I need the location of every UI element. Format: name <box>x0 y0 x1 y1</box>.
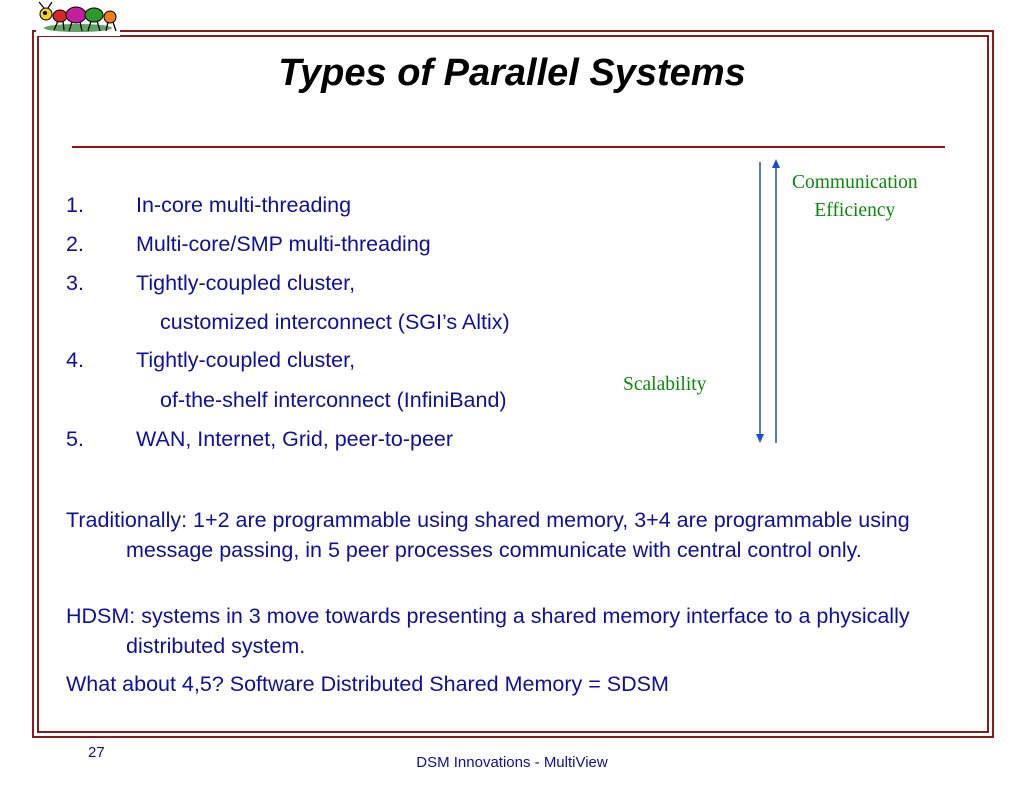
slide-frame-outer <box>32 30 994 738</box>
list-item-3: 3. Tightly-coupled cluster, <box>66 271 355 296</box>
communication-efficiency-label: Communication Efficiency <box>792 172 918 222</box>
list-number: 1. <box>66 193 84 217</box>
paragraph-traditionally: Traditionally: 1+2 are programmable usin… <box>66 508 910 562</box>
title-divider <box>72 146 945 148</box>
list-item-5: 5. WAN, Internet, Grid, peer-to-peer <box>66 427 453 452</box>
list-text: WAN, Internet, Grid, peer-to-peer <box>136 427 454 451</box>
list-number: 3. <box>66 271 84 295</box>
footer-text: DSM Innovations - MultiView <box>416 754 608 771</box>
ant-logo <box>36 0 120 36</box>
list-item-4-detail: of-the-shelf interconnect (InfiniBand) <box>160 388 507 412</box>
list-item-3-detail: customized interconnect (SGI’s Altix) <box>160 310 510 334</box>
page-number: 27 <box>88 744 105 761</box>
list-item-4: 4. Tightly-coupled cluster, <box>66 348 355 373</box>
list-text: Tightly-coupled cluster, <box>136 271 356 295</box>
list-text: In-core multi-threading <box>136 193 352 217</box>
paragraph-sdsm: What about 4,5? Software Distributed Sha… <box>66 672 669 696</box>
slide-title: Types of Parallel Systems <box>278 52 746 94</box>
label-line-2: Efficiency <box>814 200 896 221</box>
scale-arrows <box>756 159 780 443</box>
list-number: 2. <box>66 232 84 256</box>
slide-frame-inner <box>37 35 989 733</box>
list-text: Multi-core/SMP multi-threading <box>136 232 431 256</box>
paragraph-hdsm: HDSM: systems in 3 move towards presenti… <box>66 604 910 658</box>
list-item-1: 1. In-core multi-threading <box>66 193 351 218</box>
scalability-label: Scalability <box>623 374 707 395</box>
list-item-2: 2. Multi-core/SMP multi-threading <box>66 232 431 257</box>
list-text: Tightly-coupled cluster, <box>136 348 356 372</box>
arrow-up-icon <box>772 159 780 168</box>
list-number: 4. <box>66 348 84 372</box>
label-line-1: Communication <box>792 172 918 193</box>
list-number: 5. <box>66 427 84 451</box>
arrow-down-icon <box>756 434 764 443</box>
